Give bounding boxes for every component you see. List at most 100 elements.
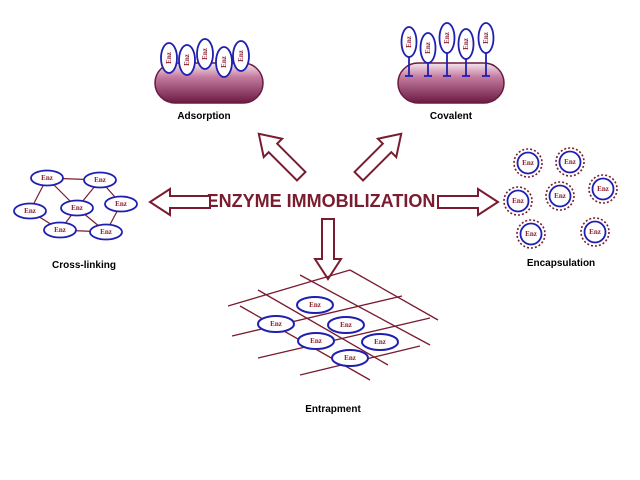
enzyme: Enz: [60, 199, 94, 217]
enzyme-label: Enz: [462, 38, 470, 50]
enzyme-label: Enz: [340, 321, 352, 329]
entrapment-label: Entrapment: [305, 404, 361, 415]
enzyme-ring: [160, 42, 178, 74]
cross-linking-label: Cross-linking: [52, 260, 116, 271]
enzyme: Enz: [297, 332, 335, 350]
enzyme-label: Enz: [564, 158, 576, 166]
polymer-strand: [349, 269, 439, 321]
capsule-membrane: [588, 174, 618, 204]
capsule-membrane: [503, 186, 533, 216]
capsule-membrane: [513, 148, 543, 178]
enzyme-label: Enz: [71, 204, 83, 212]
enzyme-label: Enz: [237, 50, 245, 62]
polymer-strand: [231, 295, 403, 337]
enzyme-label: Enz: [201, 48, 209, 60]
enzyme-ring: [519, 222, 543, 246]
enzyme: Enz: [30, 169, 64, 187]
enzyme-label: Enz: [597, 185, 609, 193]
capsule: Enz: [555, 147, 585, 177]
enzyme-ring: [400, 26, 418, 58]
enzyme: Enz: [361, 333, 399, 351]
enzyme-ring: [591, 177, 615, 201]
enzyme-ring: [60, 199, 94, 217]
arrow-to-adsorption: [248, 123, 312, 187]
enzyme: Enz: [215, 46, 233, 78]
capsule-membrane: [516, 219, 546, 249]
enzyme-ring: [215, 46, 233, 78]
capsule: Enz: [516, 219, 546, 249]
enzyme: Enz: [232, 40, 250, 72]
capsule-membrane: [545, 181, 575, 211]
arrow-to-covalent: [348, 123, 412, 187]
arrow-to-entrapment: [314, 218, 342, 280]
capsule: Enz: [503, 186, 533, 216]
enzyme-ring: [419, 32, 437, 64]
enzyme-label: Enz: [115, 200, 127, 208]
polymer-strand: [257, 289, 389, 366]
covalent-support: [397, 62, 505, 104]
enzyme-label: Enz: [482, 32, 490, 44]
enzyme-ring: [438, 22, 456, 54]
enzyme-label: Enz: [309, 301, 321, 309]
enzyme-label: Enz: [344, 354, 356, 362]
enzyme: Enz: [196, 38, 214, 70]
enzyme-ring: [13, 202, 47, 220]
enzyme-label: Enz: [183, 54, 191, 66]
capsule: Enz: [580, 217, 610, 247]
enzyme: Enz: [327, 316, 365, 334]
enzyme-label: Enz: [94, 176, 106, 184]
enzyme-ring: [457, 28, 475, 60]
enzyme: Enz: [43, 221, 77, 239]
enzyme-label: Enz: [424, 42, 432, 54]
enzyme-label: Enz: [589, 228, 601, 236]
polymer-strand: [299, 274, 431, 346]
enzyme-ring: [257, 315, 295, 333]
enzyme-ring: [178, 44, 196, 76]
enzyme: Enz: [296, 296, 334, 314]
enzyme-ring: [548, 184, 572, 208]
covalent-label: Covalent: [430, 111, 473, 122]
enzyme: Enz: [83, 171, 117, 189]
enzyme-label: Enz: [525, 230, 537, 238]
enzyme-label: Enz: [310, 337, 322, 345]
enzyme-label: Enz: [522, 159, 534, 167]
capsule-membrane: [555, 147, 585, 177]
enzyme-ring: [583, 220, 607, 244]
enzyme-ring: [232, 40, 250, 72]
enzyme-label: Enz: [443, 32, 451, 44]
enzyme-label: Enz: [54, 226, 66, 234]
enzyme-ring: [196, 38, 214, 70]
enzyme: Enz: [178, 44, 196, 76]
enzyme-ring: [89, 223, 123, 241]
adsorption-label: Adsorption: [177, 111, 230, 122]
arrow-to-encapsulation: [437, 188, 499, 216]
enzyme-ring: [30, 169, 64, 187]
enzyme: Enz: [160, 42, 178, 74]
enzyme-ring: [558, 150, 582, 174]
enzyme-label: Enz: [41, 174, 53, 182]
capsule: Enz: [513, 148, 543, 178]
enzyme-ring: [297, 332, 335, 350]
enzyme: Enz: [104, 195, 138, 213]
enzyme-ring: [361, 333, 399, 351]
enzyme-ring: [104, 195, 138, 213]
enzyme: Enz: [89, 223, 123, 241]
enzyme-label: Enz: [220, 56, 228, 68]
capsule-membrane: [580, 217, 610, 247]
enzyme-label: Enz: [100, 228, 112, 236]
enzyme-label: Enz: [405, 36, 413, 48]
enzyme-label: Enz: [24, 207, 36, 215]
enzyme-label: Enz: [165, 52, 173, 64]
capsule: Enz: [545, 181, 575, 211]
arrow-to-cross-linking: [149, 188, 211, 216]
tethered-enzyme: Enz: [400, 26, 418, 77]
enzyme-label: Enz: [374, 338, 386, 346]
enzyme-label: Enz: [554, 192, 566, 200]
enzyme-ring: [43, 221, 77, 239]
tethered-enzyme: Enz: [438, 22, 456, 77]
